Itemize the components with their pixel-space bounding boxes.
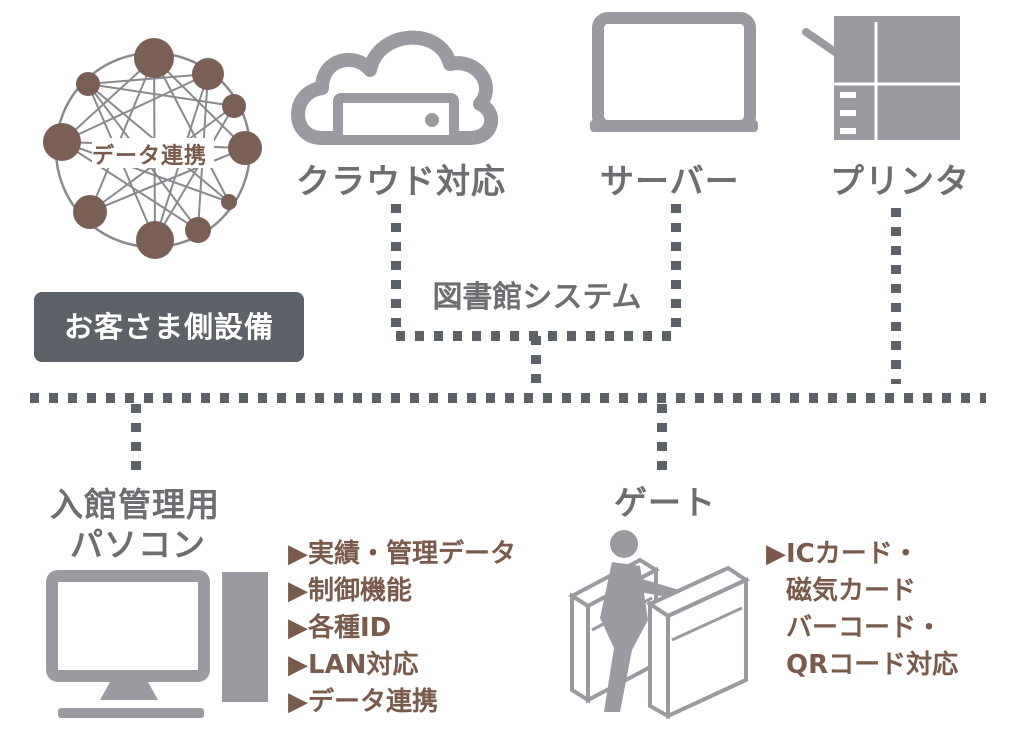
pc-icon [46, 570, 268, 718]
printer-icon [802, 16, 960, 140]
library-system-label: 図書館システム [412, 276, 662, 320]
network-connectors [30, 204, 986, 470]
server-label: サーバー [600, 162, 740, 202]
gate-feature-item: ▶ICカード・ [766, 539, 919, 569]
pc-feature-item: ▶実績・管理データ [288, 539, 516, 569]
pc-feature-item: ▶各種ID [288, 613, 392, 643]
customer-equipment-badge: お客さま側設備 [34, 292, 304, 362]
pc-title-line2: パソコン [70, 525, 206, 564]
network-center-label: データ連携 [92, 144, 208, 169]
cloud-icon [291, 30, 499, 145]
data-network-graphic [43, 38, 262, 259]
gate-feature-item: 磁気カード [786, 576, 917, 606]
pc-feature-list: ▶実績・管理データ ▶制御機能 ▶各種ID ▶LAN対応 ▶データ連携 [288, 536, 516, 721]
network-nodes [43, 38, 262, 259]
printer-label: プリンタ [830, 162, 970, 202]
cloud-label: クラウド対応 [296, 162, 506, 202]
gate-feature-item: QRコード対応 [786, 650, 959, 680]
gate-icon [567, 530, 751, 720]
gate-feature-list: ▶ICカード・ 磁気カード バーコード・ QRコード対応 [766, 536, 958, 684]
pc-feature-item: ▶制御機能 [288, 576, 412, 606]
pc-feature-item: ▶LAN対応 [288, 650, 419, 680]
gate-feature-item: バーコード・ [786, 613, 943, 643]
pc-title-line1: 入館管理用 [50, 485, 220, 524]
gate-title: ゲート [614, 483, 716, 522]
server-icon [590, 12, 758, 132]
pc-feature-item: ▶データ連携 [288, 687, 438, 717]
